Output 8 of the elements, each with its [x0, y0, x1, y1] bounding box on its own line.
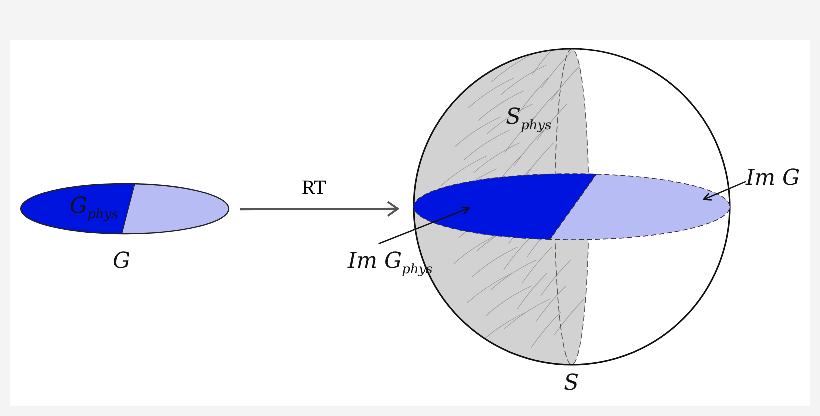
math-label: G [113, 251, 131, 273]
leader-line [378, 206, 470, 245]
math-label: S$_{phys}$ [506, 107, 552, 132]
arrow [240, 201, 399, 218]
math-label: G$_{phys}$ [70, 196, 118, 222]
leader-line [703, 181, 746, 201]
math-label: S [564, 373, 580, 395]
math-label: Im G [746, 168, 800, 190]
